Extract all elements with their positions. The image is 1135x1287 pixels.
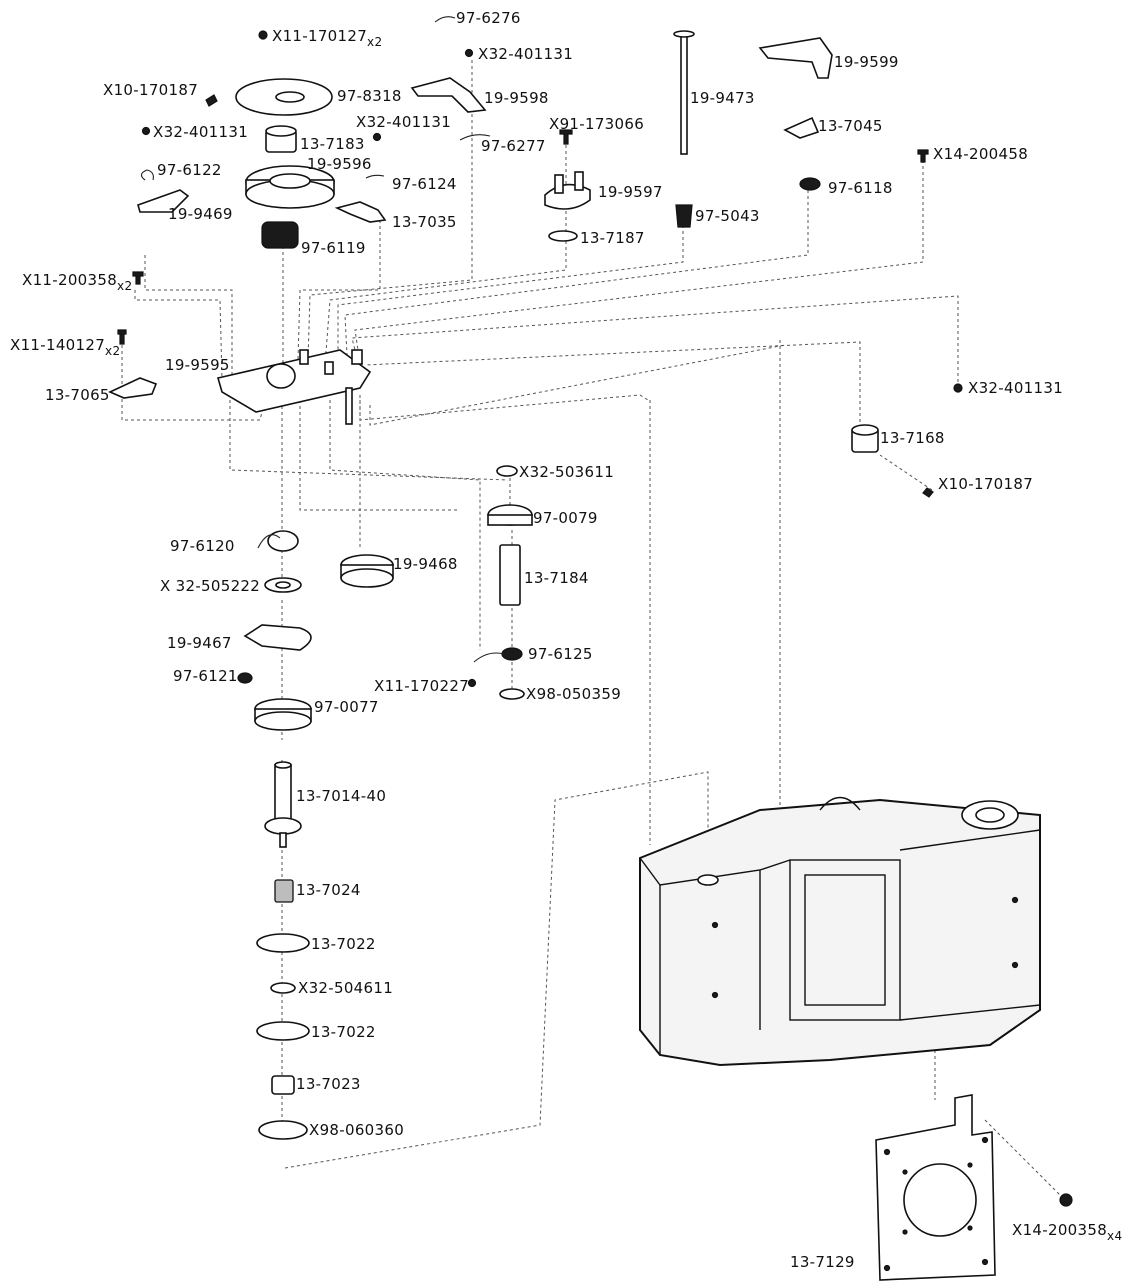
- back-plate: [875, 1094, 1073, 1281]
- part-label: 97-6120: [170, 537, 235, 555]
- part-label: 97-5043: [695, 207, 760, 225]
- part-label: X11-200358x2: [22, 271, 133, 293]
- part-label: 19-9473: [690, 89, 755, 107]
- part-label: 97-8318: [337, 87, 402, 105]
- part-label: 97-6118: [828, 179, 893, 197]
- part-label: X32-503611: [519, 463, 615, 481]
- part-label: 19-9595: [165, 356, 230, 374]
- part-label: X98-050359: [526, 685, 622, 703]
- part-label: 97-6276: [456, 9, 521, 27]
- part-label: 13-7184: [524, 569, 589, 587]
- part-label: X14-200458: [933, 145, 1029, 163]
- part-label: 19-9599: [834, 53, 899, 71]
- part-label: 97-6124: [392, 175, 457, 193]
- camera-body: [639, 796, 1041, 1067]
- part-label: X10-170187: [938, 475, 1034, 493]
- part-label: 19-9467: [167, 634, 232, 652]
- part-label: 13-7183: [300, 135, 365, 153]
- part-label: 13-7022: [311, 1023, 376, 1041]
- part-label: 19-9469: [168, 205, 233, 223]
- part-label: 13-7168: [880, 429, 945, 447]
- part-label: X10-170187: [103, 81, 199, 99]
- part-label: 13-7045: [818, 117, 883, 135]
- part-label: X32-401131: [968, 379, 1064, 397]
- part-glyphs: [108, 16, 963, 1140]
- part-label: X14-200358x4: [1012, 1221, 1123, 1243]
- part-label: X 32-505222: [160, 577, 261, 595]
- part-label: X98-060360: [309, 1121, 405, 1139]
- part-label: 19-9468: [393, 555, 458, 573]
- part-label: 13-7035: [392, 213, 457, 231]
- part-label: 97-0079: [533, 509, 598, 527]
- part-label: 13-7023: [296, 1075, 361, 1093]
- part-label: 13-7065: [45, 386, 110, 404]
- part-label: X11-140127x2: [10, 336, 121, 358]
- part-label: X11-170127x2: [272, 27, 383, 49]
- part-label: X11-170227: [374, 677, 470, 695]
- part-label: 13-7187: [580, 229, 645, 247]
- part-label: 97-6122: [157, 161, 222, 179]
- part-label: 13-7014-40: [296, 787, 387, 805]
- part-label: 13-7024: [296, 881, 361, 899]
- part-label: 97-6119: [301, 239, 366, 257]
- part-label: X32-401131: [356, 113, 452, 131]
- part-label: 19-9596: [307, 155, 372, 173]
- part-label: 97-0077: [314, 698, 379, 716]
- part-label: 13-7129: [790, 1253, 855, 1271]
- part-label: X32-401131: [153, 123, 249, 141]
- part-label: 13-7022: [311, 935, 376, 953]
- part-label: 19-9597: [598, 183, 663, 201]
- part-label: 19-9598: [484, 89, 549, 107]
- part-label: X32-401131: [478, 45, 574, 63]
- part-label: X32-504611: [298, 979, 394, 997]
- part-label: 97-6125: [528, 645, 593, 663]
- part-label: 97-6121: [173, 667, 238, 685]
- part-label: X91-173066: [549, 115, 645, 133]
- part-label: 97-6277: [481, 137, 546, 155]
